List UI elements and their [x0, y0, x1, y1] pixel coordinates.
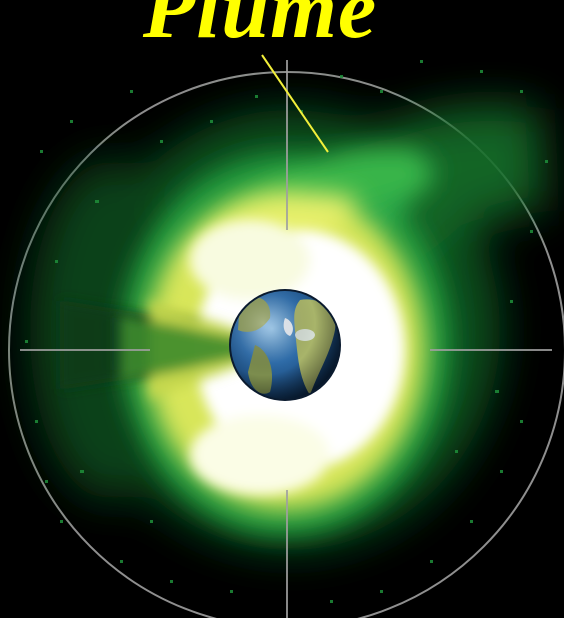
label-pointer-line: [261, 54, 329, 153]
plume-label: Plume: [142, 0, 378, 56]
core-wedge: [120, 300, 255, 400]
earth-globe: [229, 289, 341, 401]
speckles: [25, 60, 548, 603]
crosshair-lines: [20, 60, 552, 618]
